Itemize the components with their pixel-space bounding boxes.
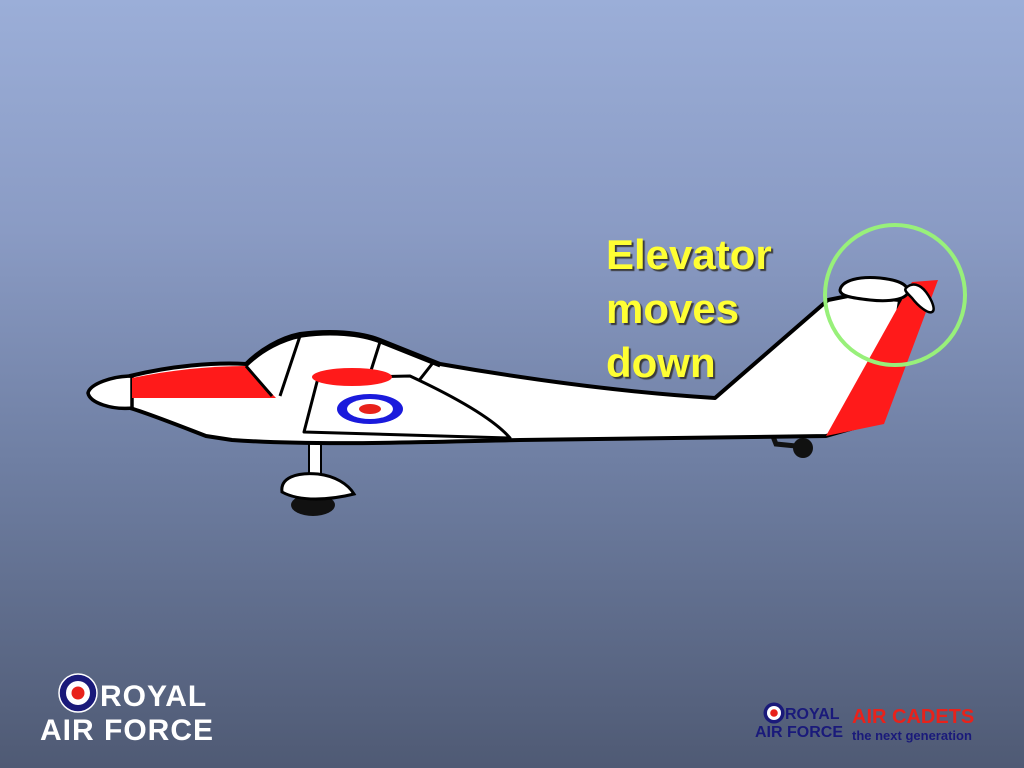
wing: [302, 374, 512, 440]
raf-logo: ROYAL AIR FORCE: [40, 670, 215, 750]
cadets-title: AIR CADETS: [852, 706, 975, 728]
cadets-raf-line1: ROYAL: [785, 706, 840, 723]
main-wheel-spat: [280, 472, 357, 501]
fuselage-roundel: [337, 394, 403, 424]
cadets-tagline: the next generation: [852, 728, 972, 743]
caption-line-2: moves: [606, 285, 740, 332]
elevator-caption: Elevator moves down: [606, 228, 772, 390]
wing-tip-trim: [312, 368, 392, 386]
elevator: [904, 283, 935, 314]
air-cadets-logo: ROYAL AIR FORCE AIR CADETS the next gene…: [755, 700, 995, 750]
rudder-trim: [826, 280, 938, 436]
raf-logo-line2: AIR FORCE: [40, 714, 214, 747]
raf-roundel-icon: [58, 673, 98, 713]
horizontal-stabiliser: [838, 276, 910, 303]
caption-line-1: Elevator: [606, 231, 772, 278]
canopy-frame: [244, 332, 441, 397]
highlight-circle-icon: [823, 223, 967, 367]
raf-logo-line1: ROYAL: [100, 680, 208, 713]
engine-cowling-trim: [132, 366, 276, 398]
caption-line-3: down: [606, 339, 716, 386]
cadets-roundel-icon: [763, 702, 785, 724]
cadets-raf-line2: AIR FORCE: [755, 724, 843, 741]
spinner: [86, 374, 134, 411]
tail-wheel: [793, 438, 813, 458]
